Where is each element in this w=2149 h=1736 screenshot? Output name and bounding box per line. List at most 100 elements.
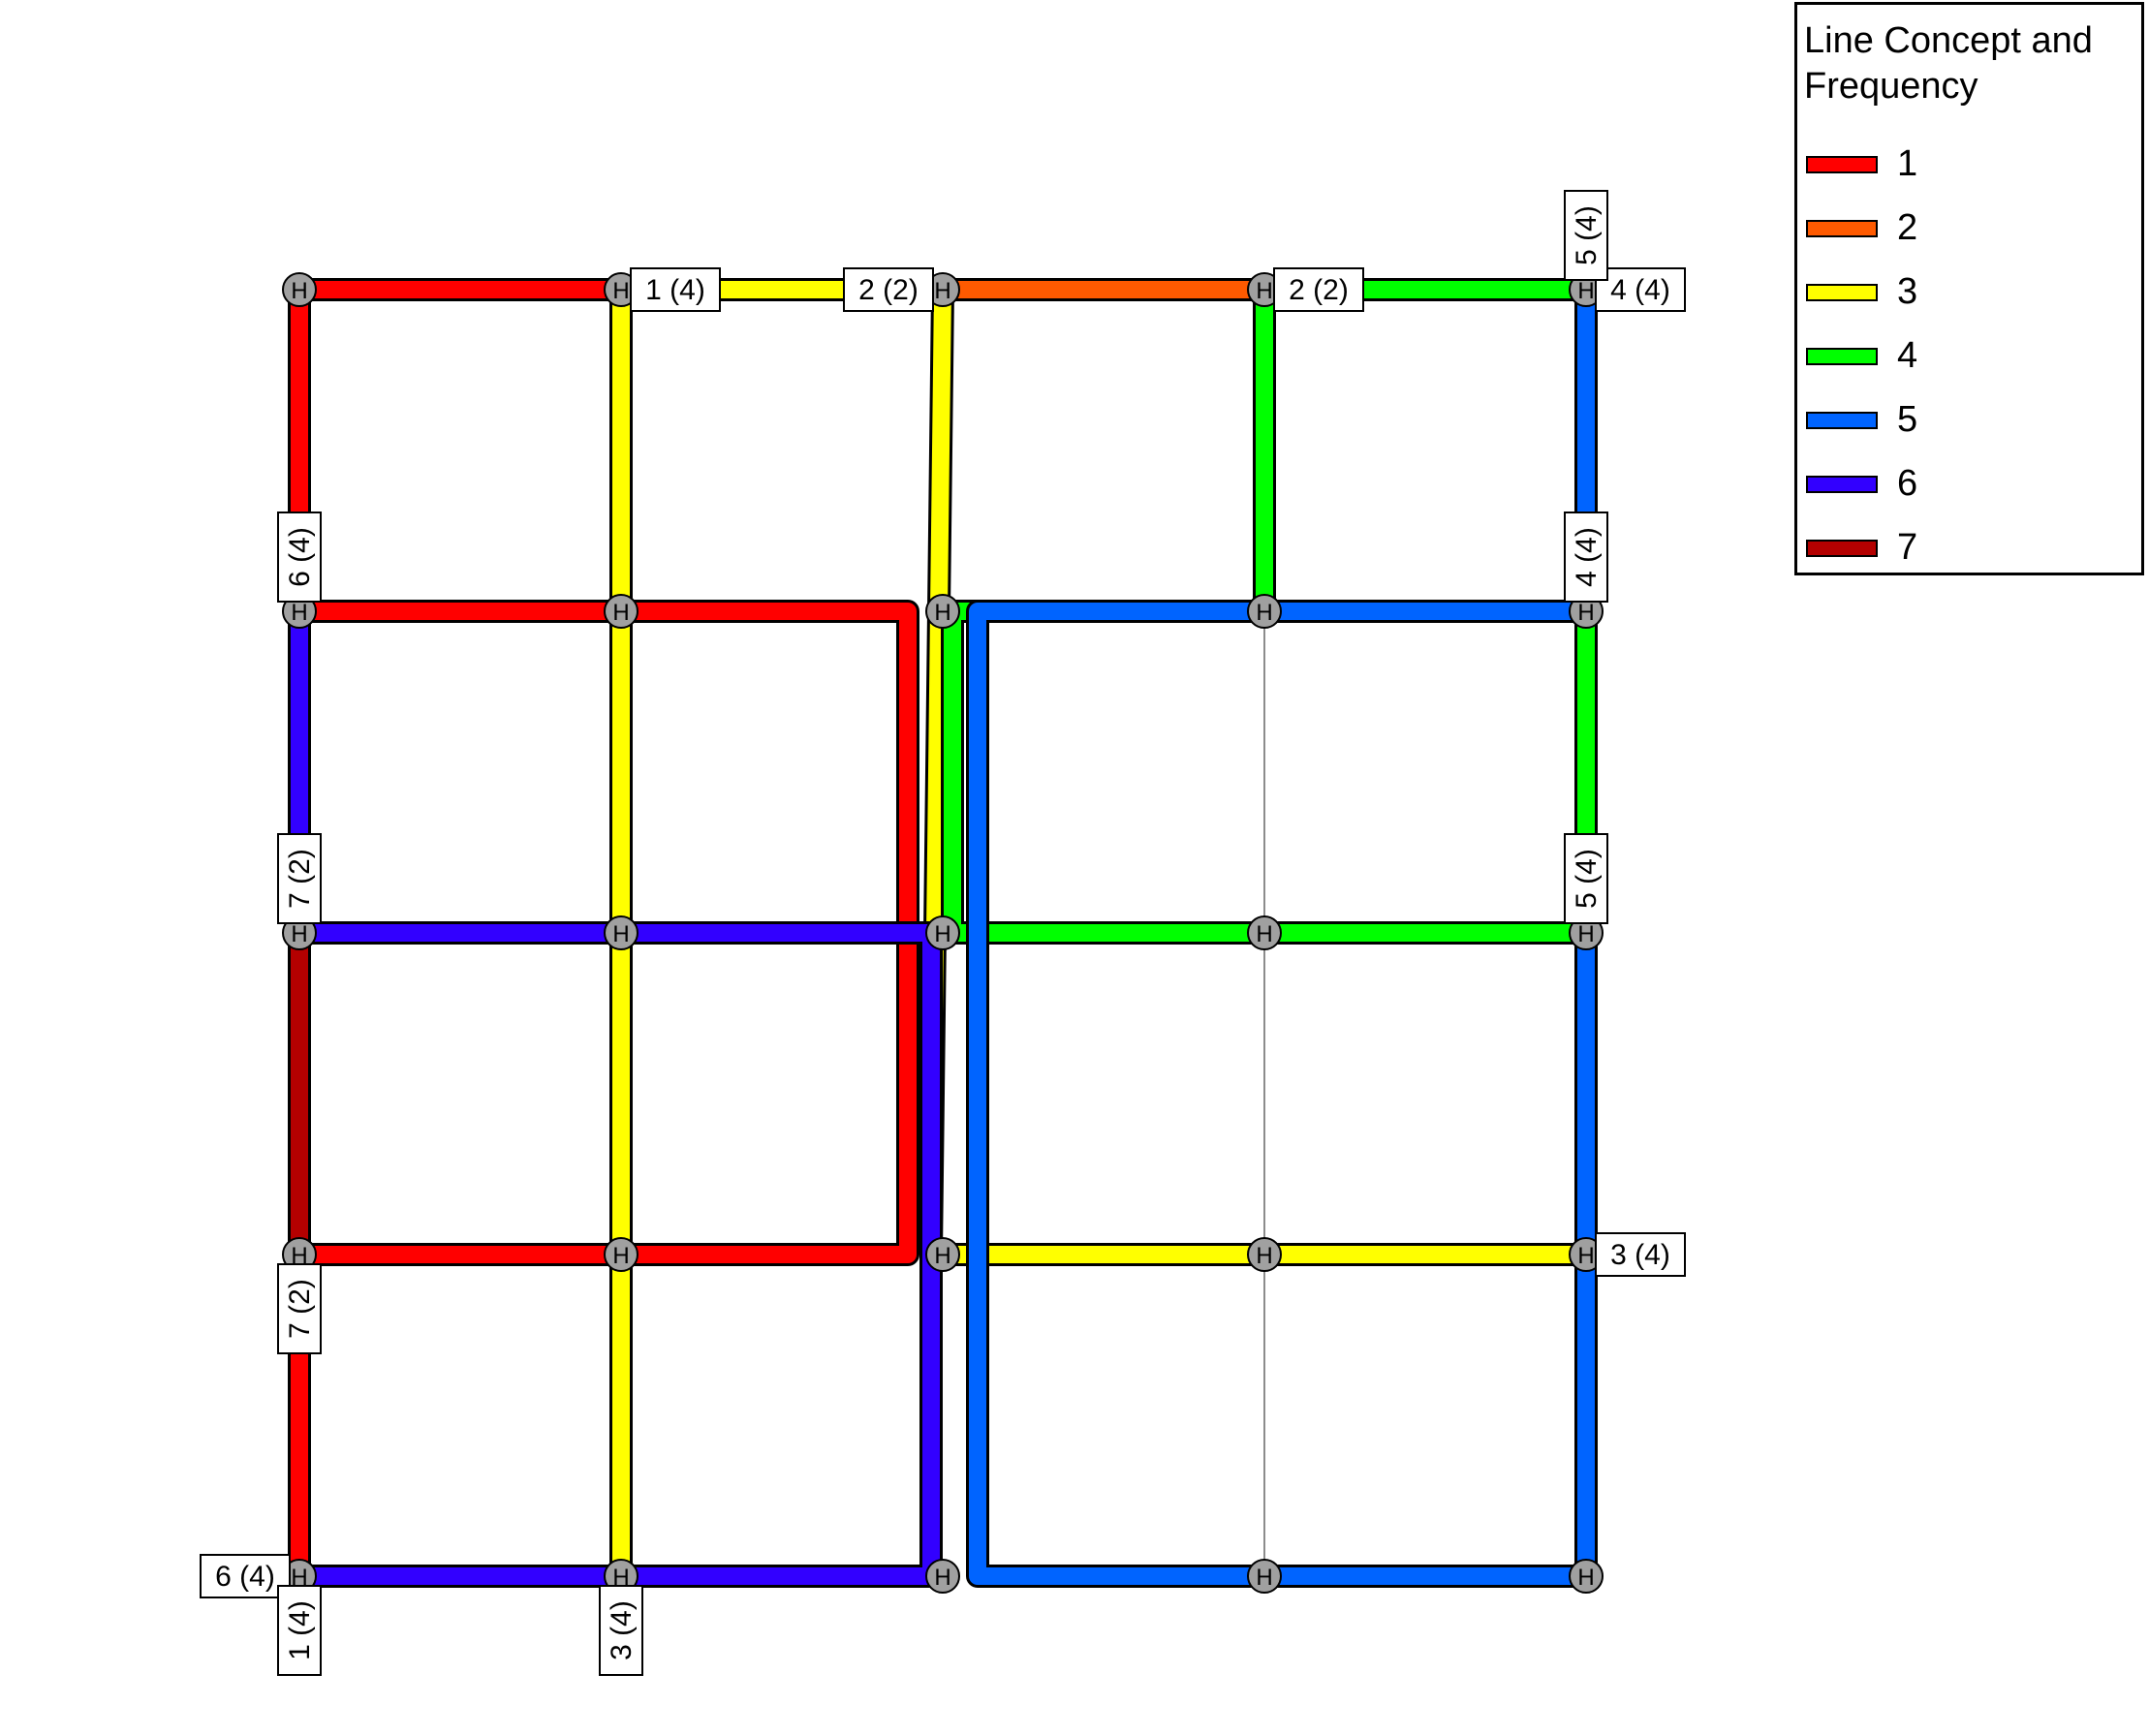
terminal-label-box	[277, 512, 322, 603]
legend-label: 5	[1897, 399, 1918, 440]
stop-node: H	[925, 594, 960, 629]
stop-label: H	[612, 1565, 629, 1591]
stop-label: H	[1577, 1565, 1594, 1591]
terminal-label-text: 6 (4)	[215, 1561, 275, 1593]
stop-label: H	[612, 278, 629, 304]
stop-label: H	[934, 278, 950, 304]
stop-node: H	[1569, 1237, 1604, 1272]
stop-node: H	[1247, 915, 1282, 950]
stop-circle	[604, 915, 638, 950]
stop-circle	[925, 594, 960, 629]
terminal-label-box	[599, 1585, 643, 1676]
stop-label: H	[1256, 1243, 1272, 1269]
stop-label: H	[934, 921, 950, 947]
terminal-label-box	[1564, 833, 1608, 924]
stop-label: H	[934, 1243, 950, 1269]
stop-label: H	[612, 921, 629, 947]
legend-swatch	[1806, 412, 1878, 429]
terminal-labels: 1 (4)2 (2)2 (2)4 (4)5 (4)6 (4)4 (4)7 (2)…	[200, 190, 1686, 1676]
legend-swatch	[1806, 220, 1878, 237]
stop-circle	[1247, 1559, 1282, 1594]
stop-label: H	[612, 1243, 629, 1269]
terminal-label-text: 3 (4)	[1610, 1239, 1670, 1271]
stop-node: H	[925, 915, 960, 950]
terminal-label-box	[277, 1585, 322, 1676]
stop-node: H	[1247, 594, 1282, 629]
stop-circle	[604, 1237, 638, 1272]
stop-label: H	[291, 921, 307, 947]
terminal-label: 4 (4)	[1595, 267, 1686, 312]
legend-label: 4	[1897, 335, 1918, 376]
stop-label: H	[934, 1565, 950, 1591]
stop-node: H	[282, 272, 317, 307]
legend-label: 7	[1897, 527, 1918, 568]
legend-label: 1	[1897, 143, 1918, 184]
terminal-label-text: 1 (4)	[284, 1600, 316, 1660]
stop-node: H	[1569, 272, 1604, 307]
stop-circle	[1247, 594, 1282, 629]
stop-node: H	[282, 1559, 317, 1594]
terminal-label-box	[277, 833, 322, 924]
stop-node: H	[1247, 1237, 1282, 1272]
stop-label: H	[1577, 278, 1594, 304]
stop-label: H	[1256, 1565, 1272, 1591]
terminal-label-text: 3 (4)	[606, 1600, 638, 1660]
stop-circle	[1247, 1237, 1282, 1272]
stops: H H H H H H H H H H H H H H H H H H H H H H H H H	[282, 272, 1604, 1594]
legend-item-4: 4	[1806, 335, 2000, 376]
terminal-label-box	[1273, 267, 1364, 312]
terminal-label-box	[277, 1263, 322, 1354]
legend-label: 6	[1897, 463, 1918, 504]
stop-circle	[925, 915, 960, 950]
legend-item-2: 2	[1806, 207, 2000, 248]
terminal-label-box	[200, 1554, 291, 1598]
line-5-stroke	[969, 281, 1595, 1585]
terminal-label: 3 (4)	[599, 1585, 643, 1676]
terminal-label-text: 7 (2)	[284, 1279, 316, 1339]
terminal-label: 2 (2)	[1273, 267, 1364, 312]
stop-node: H	[604, 915, 638, 950]
terminal-label-text: 6 (4)	[284, 527, 316, 587]
terminal-label: 1 (4)	[277, 1585, 322, 1676]
terminal-label: 6 (4)	[277, 512, 322, 603]
legend-swatch	[1806, 156, 1878, 173]
stop-label: H	[1256, 921, 1272, 947]
terminal-label-text: 4 (4)	[1571, 527, 1603, 587]
terminal-label: 6 (4)	[200, 1554, 291, 1598]
terminal-label-box	[1564, 512, 1608, 603]
stop-label: H	[1256, 278, 1272, 304]
stop-label: H	[291, 600, 307, 626]
stop-circle	[1247, 915, 1282, 950]
stop-label: H	[1256, 600, 1272, 626]
legend-item-1: 1	[1806, 143, 2000, 184]
legend-swatch	[1806, 540, 1878, 557]
terminal-label-box	[1564, 190, 1608, 281]
legend-title: Line Concept and Frequency	[1804, 20, 2093, 107]
stop-label: H	[291, 278, 307, 304]
terminal-label: 3 (4)	[1595, 1232, 1686, 1277]
terminal-label-box	[1595, 267, 1686, 312]
terminal-label-text: 1 (4)	[645, 274, 705, 306]
legend-label: 3	[1897, 271, 1918, 312]
terminal-label-box	[1595, 1232, 1686, 1277]
stop-node: H	[925, 1559, 960, 1594]
terminal-label: 5 (4)	[1564, 190, 1608, 281]
terminal-label: 7 (2)	[277, 833, 322, 924]
stop-label: H	[291, 1565, 307, 1591]
stop-label: H	[291, 1243, 307, 1269]
stop-node: H	[1569, 915, 1604, 950]
stop-label: H	[1577, 600, 1594, 626]
stop-label: H	[1577, 1243, 1594, 1269]
stop-circle	[1569, 1559, 1604, 1594]
terminal-label: 4 (4)	[1564, 512, 1608, 603]
terminal-label: 5 (4)	[1564, 833, 1608, 924]
stop-circle	[604, 594, 638, 629]
legend: Line Concept and Frequency 1 2 3 4 5 6 7	[1794, 2, 2144, 575]
terminal-label: 7 (2)	[277, 1263, 322, 1354]
stop-label: H	[934, 600, 950, 626]
stop-label: H	[612, 600, 629, 626]
stop-node: H	[925, 1237, 960, 1272]
terminal-label-text: 7 (2)	[284, 849, 316, 909]
terminal-label: 1 (4)	[630, 267, 721, 312]
